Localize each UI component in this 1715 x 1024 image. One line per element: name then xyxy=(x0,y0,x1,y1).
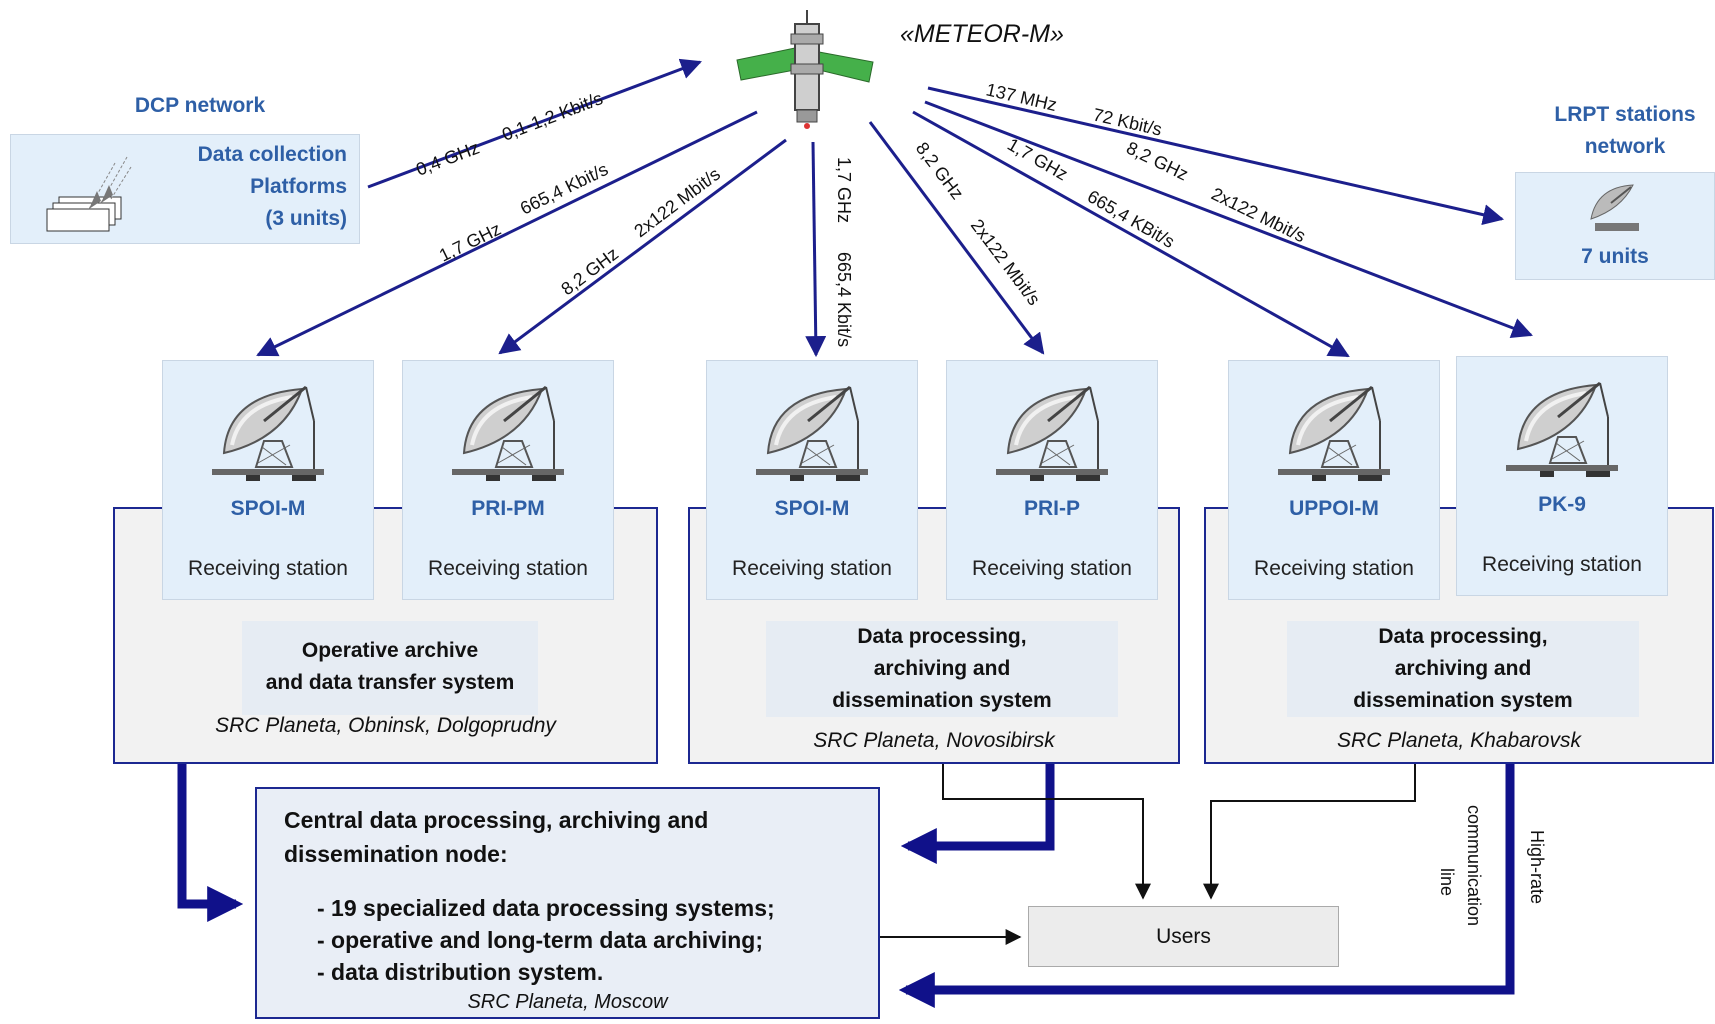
system-line2: and data transfer system xyxy=(265,671,515,694)
satellite-name: «METEOR-M» xyxy=(900,20,1064,48)
comm-line-label: line xyxy=(1437,868,1457,896)
users-box: Users xyxy=(1028,906,1339,967)
station-uppoi-m: UPPOI-M Receiving station xyxy=(1228,360,1440,600)
station-name: PRI-P xyxy=(1023,497,1080,520)
link-label: 665,4 KBit/s xyxy=(1084,186,1178,252)
comm-line-label: communication xyxy=(1464,805,1484,926)
system-line1: Operative archive xyxy=(301,639,479,662)
location-novosibirsk: SRC Planeta, Novosibirsk xyxy=(813,729,1055,752)
station-type: Receiving station xyxy=(972,557,1132,580)
link-label: 0,1-1,2 Kbit/s xyxy=(499,88,605,145)
dcp-line1: Data collection xyxy=(197,143,347,166)
system-line1: Data processing, xyxy=(857,625,1027,648)
station-name: UPPOI-M xyxy=(1289,497,1379,520)
link-label: 2x122 Mbit/s xyxy=(1208,184,1309,247)
station-type: Receiving station xyxy=(1254,557,1414,580)
central-item: - 19 specialized data processing systems… xyxy=(317,895,775,921)
link-label: 1,7 GHz xyxy=(834,157,854,223)
station-pri-p: PRI-P Receiving station xyxy=(946,360,1158,600)
central-location: SRC Planeta, Moscow xyxy=(467,991,668,1013)
link-label: 8,2 GHz xyxy=(557,243,622,299)
data-platform-icon xyxy=(46,156,132,232)
dcp-line3: (3 units) xyxy=(265,207,347,230)
station-name: SPOI-M xyxy=(774,497,850,520)
highrate-label: High-rate xyxy=(1527,830,1547,904)
station-pk-9: PK-9 Receiving station xyxy=(1456,356,1668,596)
central-node: Central data processing, archiving and d… xyxy=(255,787,880,1019)
system-line3: dissemination system xyxy=(1353,689,1573,712)
link-label: 8,2 GHz xyxy=(912,138,968,203)
central-item: - data distribution system. xyxy=(317,959,604,985)
dcp-network-box: Data collection Platforms (3 units) xyxy=(10,134,360,244)
link-label: 2x122 Mbit/s xyxy=(967,215,1044,309)
location-khabarovsk: SRC Planeta, Khabarovsk xyxy=(1337,729,1581,752)
system-line3: dissemination system xyxy=(832,689,1052,712)
system-box-khabarovsk: Data processing, archiving and dissemina… xyxy=(1287,621,1639,717)
central-title-line2: dissemination node: xyxy=(284,841,508,867)
location-obninsk: SRC Planeta, Obninsk, Dolgoprudny xyxy=(215,714,556,737)
station-name: PRI-PM xyxy=(471,497,545,520)
central-item: - operative and long-term data archiving… xyxy=(317,927,764,953)
link-label: 1,7 GHz xyxy=(1004,134,1071,184)
system-box-novosibirsk: Data processing, archiving and dissemina… xyxy=(766,621,1118,717)
link-label: 665,4 Kbit/s xyxy=(834,252,854,347)
system-box-obninsk: Operative archive and data transfer syst… xyxy=(242,621,538,715)
station-pri-pm: PRI-PM Receiving station xyxy=(402,360,614,600)
lrpt-units: 7 units xyxy=(1581,245,1649,268)
station-type: Receiving station xyxy=(1482,553,1642,576)
station-type: Receiving station xyxy=(732,557,892,580)
station-spoi-m-1: SPOI-M Receiving station xyxy=(162,360,374,600)
satellite-icon xyxy=(736,10,874,129)
link-label: 0,4 GHz xyxy=(413,137,482,179)
dcp-line2: Platforms xyxy=(250,175,347,198)
system-line2: archiving and xyxy=(1394,657,1532,680)
station-name: SPOI-M xyxy=(230,497,306,520)
central-title-line1: Central data processing, archiving and xyxy=(284,807,709,833)
lrpt-title-line1: LRPT stations xyxy=(1554,103,1696,126)
lrpt-title-line2: network xyxy=(1584,135,1666,158)
station-type: Receiving station xyxy=(428,557,588,580)
link-label: 1,7 GHz xyxy=(436,219,504,266)
station-spoi-m-2: SPOI-M Receiving station xyxy=(706,360,918,600)
link-label: 2x122 Mbit/s xyxy=(630,164,724,241)
station-name: PK-9 xyxy=(1538,493,1586,516)
system-line1: Data processing, xyxy=(1378,625,1548,648)
lrpt-network-box: 7 units xyxy=(1515,172,1715,280)
system-line2: archiving and xyxy=(873,657,1011,680)
station-type: Receiving station xyxy=(188,557,348,580)
dcp-network-title: DCP network xyxy=(134,94,266,117)
small-dish-icon xyxy=(1590,184,1639,231)
